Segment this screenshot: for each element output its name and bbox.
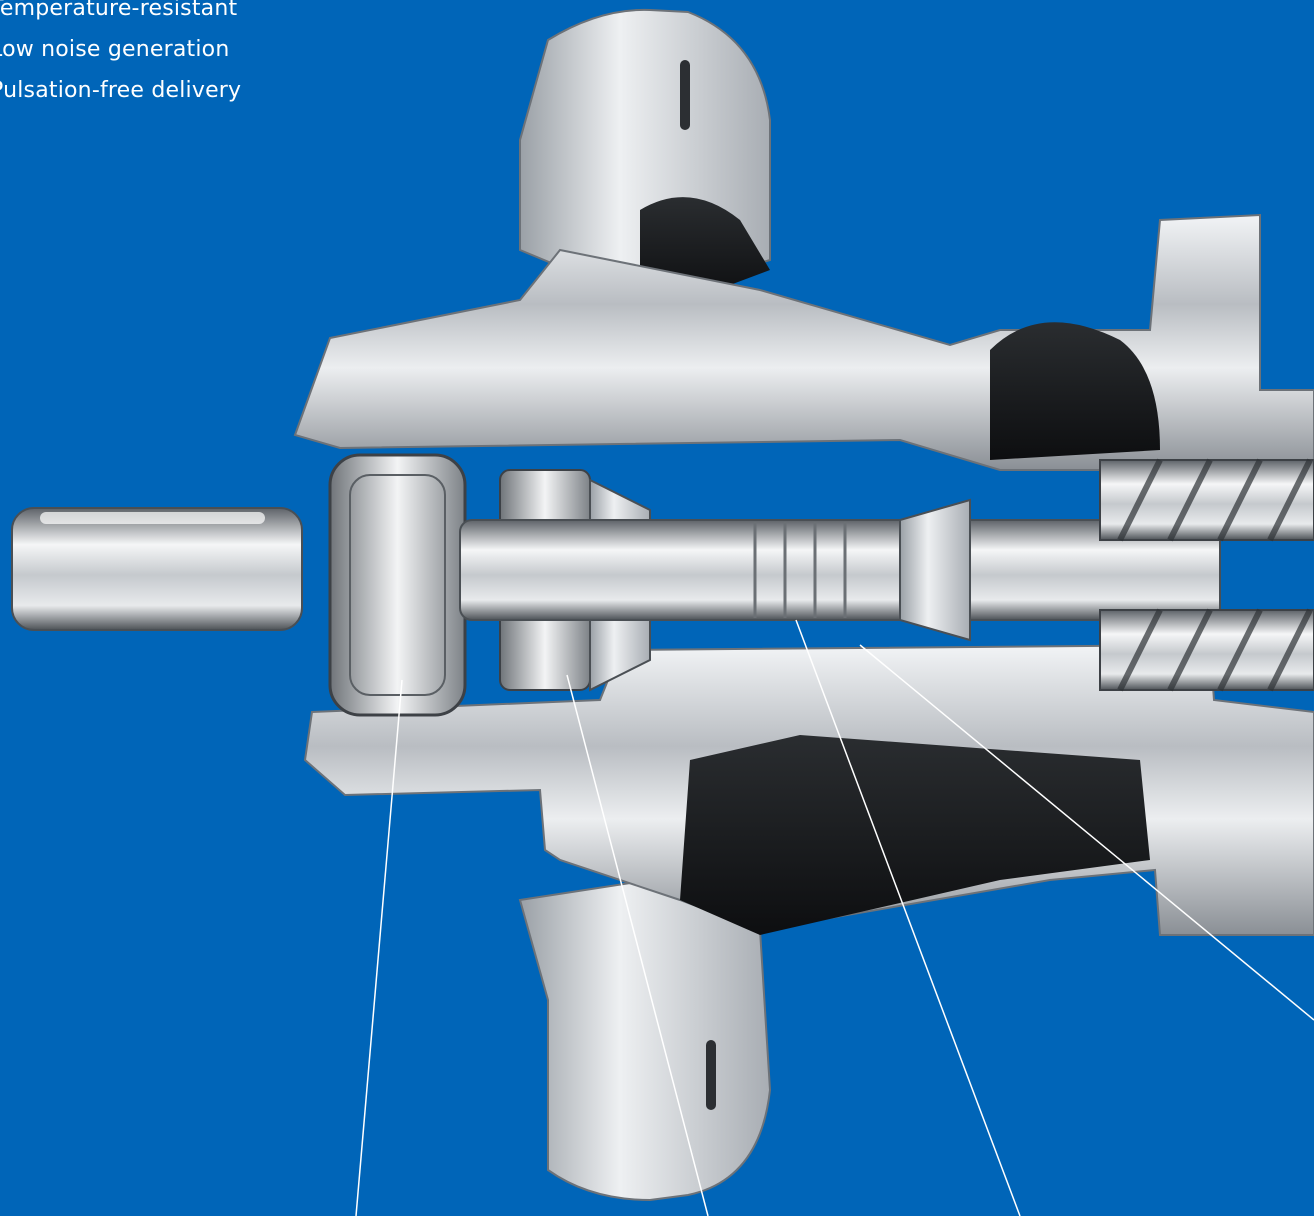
leader-line [566,674,709,1216]
feature-list: Temperature-resistant Low noise generati… [0,0,241,111]
upper-housing [293,213,1314,471]
leader-line [859,644,1314,1021]
discharge-chamber [680,735,1150,935]
shaft-cone [899,498,971,642]
feature-item: Pulsation-free delivery [0,78,242,103]
feature-item: Low noise generation [0,37,230,62]
screw-spindles [1099,458,1314,692]
shaft-keyway [40,512,265,524]
shaft-grooves [753,522,847,618]
drive-shaft-end [11,507,303,631]
suction-port [990,322,1160,460]
bearing-inner-ring [349,474,446,696]
flange-bolt-hole [680,60,690,130]
flange-bolt-hole [706,1040,716,1110]
leader-line [795,619,1021,1216]
main-shaft [459,519,1221,621]
feature-item: Temperature-resistant [0,0,238,21]
lower-flange [518,878,772,1202]
leader-line [355,679,403,1216]
